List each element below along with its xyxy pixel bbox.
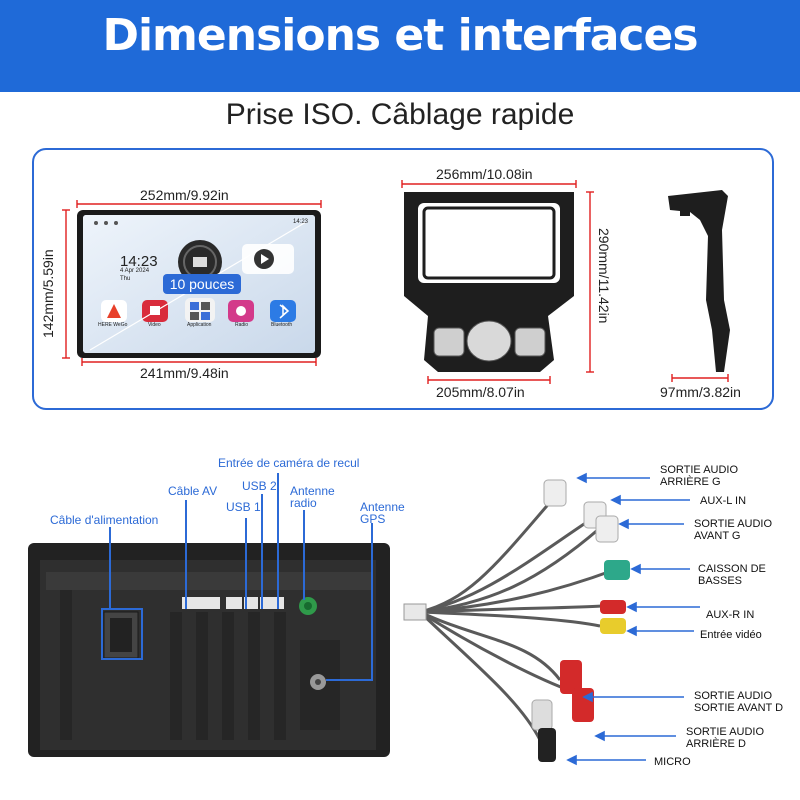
label-gps-antenna-1: Antenne (360, 500, 405, 514)
wire-rear-left-2: ARRIÈRE G (660, 476, 721, 488)
callout-lines (101, 473, 373, 681)
wire-rear-left-1: SORTIE AUDIO (660, 464, 739, 476)
wire-aux-r: AUX-R IN (706, 609, 755, 621)
frame-dimension-lines (401, 180, 594, 384)
screen-size-badge: 10 pouces (163, 274, 241, 294)
label-power-cable: Câble d'alimentation (50, 513, 159, 527)
dim-frame-side: 290mm/11.42in (596, 228, 612, 324)
app-label-radio: Radio (235, 322, 249, 328)
dim-bracket-bottom: 97mm/3.82in (660, 384, 741, 400)
side-bracket (668, 190, 730, 372)
wire-front-right-1: SORTIE AUDIO (694, 690, 773, 702)
screen-date: 4 Apr 2024 (120, 268, 150, 274)
dimensions-panel (32, 148, 774, 410)
bracket-dimension-line (671, 374, 729, 382)
dim-frame-bottom: 205mm/8.07in (436, 384, 525, 400)
dim-screen-bottom: 241mm/9.48in (140, 365, 229, 381)
dim-screen-top: 252mm/9.92in (140, 187, 229, 203)
dim-frame-top: 256mm/10.08in (436, 166, 533, 182)
wire-rear-right-2: ARRIÈRE D (686, 738, 746, 750)
cable-harness (403, 479, 630, 762)
wire-front-left-2: AVANT G (694, 530, 741, 542)
label-radio-antenna-1: Antenne (290, 484, 335, 498)
page-subtitle: Prise ISO. Câblage rapide (225, 98, 575, 131)
label-usb2: USB 2 (242, 479, 277, 493)
app-icons (101, 298, 296, 322)
app-label-here-wego: HERE WeGo (98, 322, 128, 328)
status-time: 14:23 (293, 219, 309, 225)
wire-rear-right-1: SORTIE AUDIO (686, 726, 765, 738)
harness-arrows (566, 472, 700, 766)
wire-video-in: Entrée vidéo (700, 629, 762, 641)
rear-housing (28, 543, 390, 757)
wire-front-right-2: SORTIE AVANT D (694, 702, 784, 714)
wire-mic: MICRO (654, 756, 691, 768)
label-radio-antenna-2: radio (290, 496, 317, 510)
page-title: Dimensions et interfaces (102, 10, 698, 61)
wire-sub-1: CAISSON DE (698, 563, 766, 575)
screen-day: Thu (120, 276, 131, 282)
app-label-video: Video (148, 322, 161, 328)
wire-sub-2: BASSES (698, 575, 743, 587)
dim-screen-side: 142mm/5.59in (40, 249, 56, 338)
header-banner: Dimensions et interfaces (0, 0, 800, 92)
wire-front-left-1: SORTIE AUDIO (694, 518, 773, 530)
label-camera-input: Entrée de caméra de recul (218, 456, 360, 470)
label-usb1: USB 1 (226, 500, 261, 514)
label-gps-antenna-2: GPS (360, 512, 386, 526)
dash-frame (404, 192, 574, 372)
label-av-cable: Câble AV (168, 484, 218, 498)
screen-clock: 14:23 (120, 253, 158, 270)
app-label-application: Application (187, 322, 212, 328)
app-label-bluetooth: Bluetooth (271, 322, 293, 328)
wire-aux-l: AUX-L IN (700, 495, 747, 507)
screen-dimension-lines (62, 200, 322, 366)
